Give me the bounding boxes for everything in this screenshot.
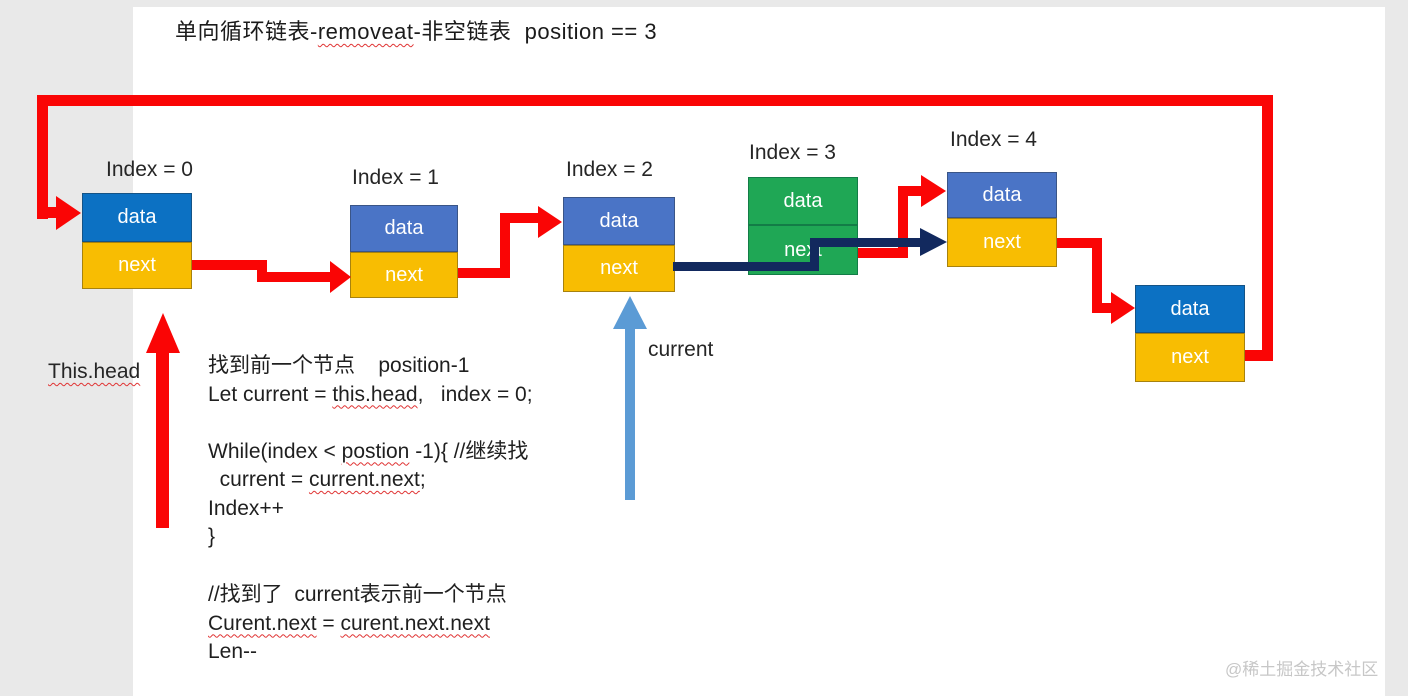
node5-next-cell: next — [1135, 333, 1245, 382]
list-node-0: data next — [82, 193, 192, 289]
node3-data-cell: data — [748, 177, 858, 225]
loop-head-stub — [37, 207, 57, 218]
code-line: Curent.next = curent.next.next — [208, 611, 490, 635]
loop-arrowhead-into-node0-icon — [56, 196, 81, 230]
loop-right-line — [1262, 95, 1273, 361]
code-line: } — [208, 525, 216, 548]
node2-data-cell: data — [563, 197, 675, 245]
arrow-n1-n2-seg — [458, 268, 510, 278]
navy-newlink-seg2 — [810, 238, 922, 247]
arrow-n1-n2-step — [500, 213, 510, 278]
list-node-tail: data next — [1135, 285, 1245, 382]
watermark: @稀土掘金技术社区 — [1225, 660, 1379, 679]
list-node-2: data next — [563, 197, 675, 292]
node1-data-cell: data — [350, 205, 458, 252]
index-label-2: Index = 2 — [566, 158, 653, 181]
arrow-n3-n4-seg2 — [898, 186, 924, 196]
navy-newlink-head-icon — [920, 228, 947, 256]
index-label-1: Index = 1 — [352, 166, 439, 189]
list-node-3-removed: data next — [748, 177, 858, 275]
arrow-n0-n1-step — [257, 260, 267, 282]
arrow-n4-n5-seg — [1057, 238, 1102, 248]
code-line: 找到前一个节点 position-1 — [208, 354, 470, 377]
arrow-n3-n4-step — [898, 186, 908, 258]
code-block-relink: //找到了 current表示前一个节点 Curent.next = curent… — [208, 581, 507, 667]
list-node-4: data next — [947, 172, 1057, 267]
loop-left-line — [37, 95, 48, 219]
arrow-n3-n4-head-icon — [921, 175, 946, 207]
navy-newlink-seg1 — [673, 262, 819, 271]
arrow-n1-n2-head-icon — [538, 206, 562, 238]
code-line — [208, 409, 533, 438]
current-pointer-arrowhead-icon — [613, 296, 647, 329]
node4-data-cell: data — [947, 172, 1057, 218]
code-line: Let current = this.head, index = 0; — [208, 382, 533, 406]
index-label-0: Index = 0 — [106, 158, 193, 181]
code-line: //找到了 current表示前一个节点 — [208, 583, 507, 606]
arrow-n4-n5-head-icon — [1111, 292, 1135, 324]
navy-newlink-step — [810, 238, 819, 271]
arrow-n0-n1-head-icon — [330, 261, 351, 293]
arrow-n4-n5-seg2 — [1092, 303, 1114, 313]
code-line: Index++ — [208, 496, 284, 520]
list-node-1: data next — [350, 205, 458, 298]
index-label-3: Index = 3 — [749, 141, 836, 164]
loop-top-line — [37, 95, 1273, 106]
code-line: current = current.next; — [208, 468, 426, 491]
arrow-n3-n4-seg — [858, 248, 908, 258]
slide-title: 单向循环链表-removeat-非空链表 position == 3 — [175, 19, 658, 44]
code-line: While(index < postion -1){ //继续找 — [208, 439, 529, 463]
node0-data-cell: data — [82, 193, 192, 242]
arrow-n1-n2-seg2 — [500, 213, 540, 223]
arrow-n4-n5-step — [1092, 238, 1102, 313]
arrow-n0-n1-seg2 — [257, 272, 333, 282]
node4-next-cell: next — [947, 218, 1057, 267]
arrow-n0-n1-seg — [192, 260, 267, 270]
node2-next-cell: next — [563, 245, 675, 292]
node0-next-cell: next — [82, 242, 192, 289]
code-line: Len-- — [208, 640, 258, 663]
index-label-4: Index = 4 — [950, 128, 1037, 151]
node5-data-cell: data — [1135, 285, 1245, 333]
current-pointer-arrow-shaft — [625, 326, 635, 500]
current-pointer-label: current — [648, 338, 714, 361]
head-pointer-arrowhead-icon — [146, 313, 180, 353]
head-pointer-label: This.head — [48, 360, 141, 383]
loop-tail-exit-line — [1245, 350, 1273, 361]
node1-next-cell: next — [350, 252, 458, 298]
head-pointer-arrow-shaft — [156, 350, 169, 528]
